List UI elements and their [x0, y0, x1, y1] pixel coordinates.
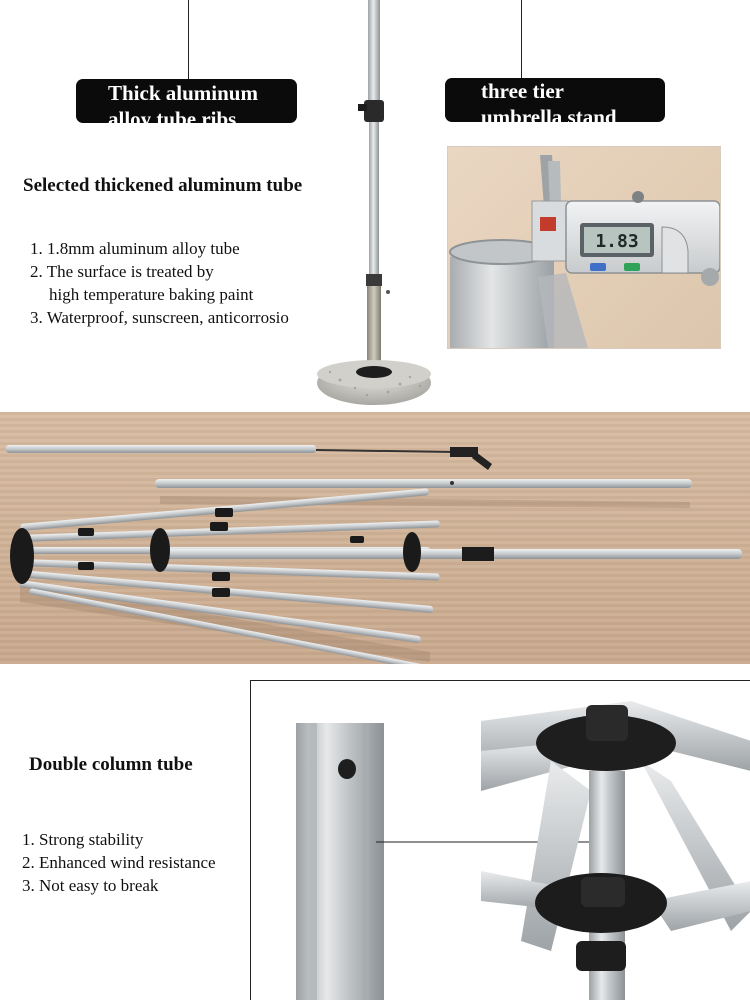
section-heading-column: Double column tube	[29, 754, 193, 775]
callout-line: umbrella stand	[481, 105, 617, 122]
detail-photo-frame	[250, 680, 750, 1000]
list-item: 3. Waterproof, sunscreen, anticorrosio	[30, 308, 289, 327]
double-column-section: Double column tube 1. Strong stability 2…	[0, 664, 750, 1000]
umbrella-pole-illustration	[317, 0, 431, 405]
list-item: 1. Strong stability	[22, 830, 144, 849]
section-heading-tube: Selected thickened aluminum tube	[23, 175, 303, 196]
callout-aluminum-ribs: Thick aluminum alloy tube ribs	[76, 79, 297, 123]
list-item: 2. Enhanced wind resistance	[22, 853, 216, 872]
callout-leader-line	[188, 0, 189, 80]
column-feature-list: 1. Strong stability 2. Enhanced wind res…	[22, 828, 216, 897]
callout-line: three tier	[481, 79, 564, 103]
callout-umbrella-stand: three tier umbrella stand	[445, 78, 665, 122]
caliper-measurement-photo: 1.83	[447, 146, 721, 349]
list-item: 1. 1.8mm aluminum alloy tube	[30, 239, 240, 258]
disassembled-umbrella-illustration	[6, 445, 742, 664]
callout-line: alloy tube ribs	[108, 107, 237, 123]
list-item: 3. Not easy to break	[22, 876, 159, 895]
callout-leader-line	[521, 0, 522, 79]
tube-feature-list: 1. 1.8mm aluminum alloy tube 2. The surf…	[30, 237, 289, 329]
tube-feature-section: Thick aluminum alloy tube ribs three tie…	[0, 0, 750, 412]
list-item: high temperature baking paint	[49, 285, 254, 304]
callout-line: Thick aluminum	[108, 81, 258, 105]
caliper-display-reading: 1.83	[595, 231, 638, 252]
column-tube-detail-illustration	[296, 701, 750, 1000]
disassembled-frame-photo	[0, 412, 750, 664]
list-item: 2. The surface is treated by	[30, 262, 214, 281]
caliper-illustration: 1.83	[449, 155, 720, 348]
